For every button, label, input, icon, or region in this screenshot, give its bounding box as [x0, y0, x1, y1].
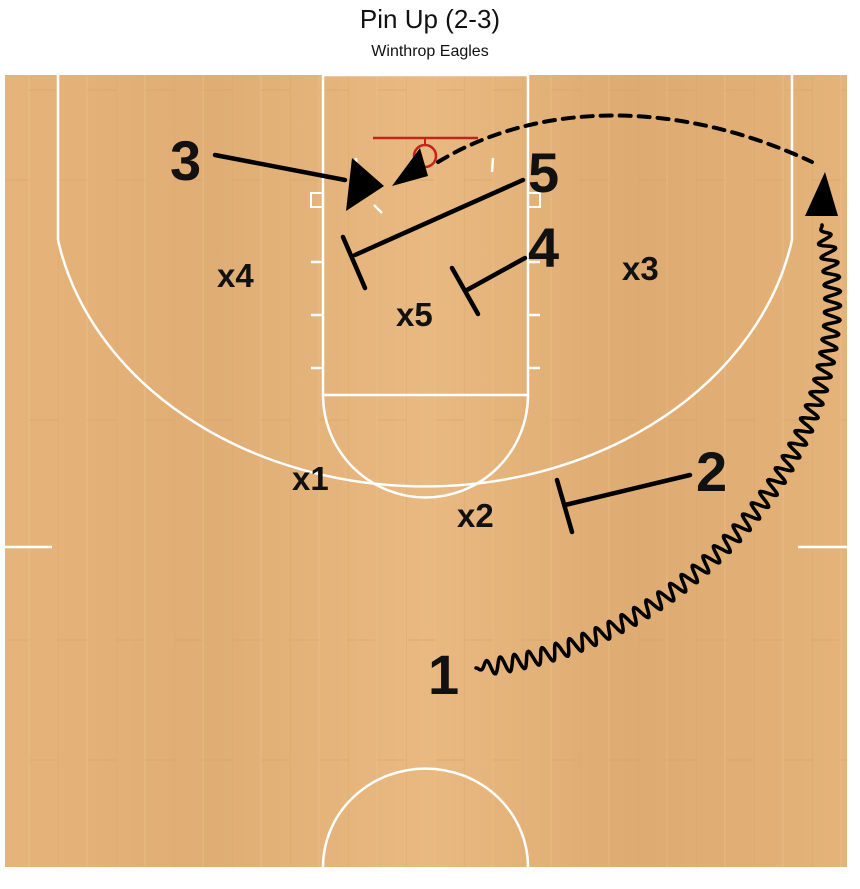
restricted-tick-2 — [373, 204, 383, 214]
three-point-arc — [56, 239, 794, 488]
arrowhead-dribble — [805, 172, 838, 216]
arrowhead-pass — [392, 148, 428, 186]
lane — [321, 73, 530, 397]
defender-x4: x4 — [217, 257, 254, 294]
court-lines — [5, 73, 847, 868]
defender-x5: x5 — [396, 296, 433, 333]
screen-bar-2 — [554, 477, 575, 535]
offense-player-4: 4 — [528, 216, 559, 279]
play-actions — [212, 113, 843, 676]
screen-line-2 — [562, 472, 693, 508]
screen-line-4 — [464, 255, 528, 293]
free-throw-circle — [321, 394, 530, 499]
arrowheads — [346, 148, 838, 216]
offense-player-5: 5 — [528, 141, 559, 204]
offense-player-2: 2 — [696, 440, 727, 503]
play-subtitle: Winthrop Eagles — [371, 43, 489, 60]
offense-player-1: 1 — [428, 643, 459, 706]
screen-bar-5 — [340, 234, 368, 291]
defender-x1: x1 — [292, 460, 329, 497]
defender-x3: x3 — [622, 250, 659, 287]
arrowhead-cut-3 — [346, 158, 384, 211]
screen-line-5 — [352, 177, 526, 258]
pass-line — [436, 113, 814, 164]
offense-player-3: 3 — [170, 129, 201, 192]
cut-line-3 — [212, 152, 348, 183]
defender-x2: x2 — [457, 497, 494, 534]
court-planks — [5, 75, 847, 867]
center-circle — [321, 767, 530, 868]
block-left — [310, 192, 324, 208]
restricted-tick-3 — [490, 157, 495, 173]
play-title: Pin Up (2-3) — [359, 4, 501, 34]
block-right — [527, 192, 541, 208]
screen-bar-4 — [449, 265, 481, 317]
dribble-line — [474, 223, 843, 676]
